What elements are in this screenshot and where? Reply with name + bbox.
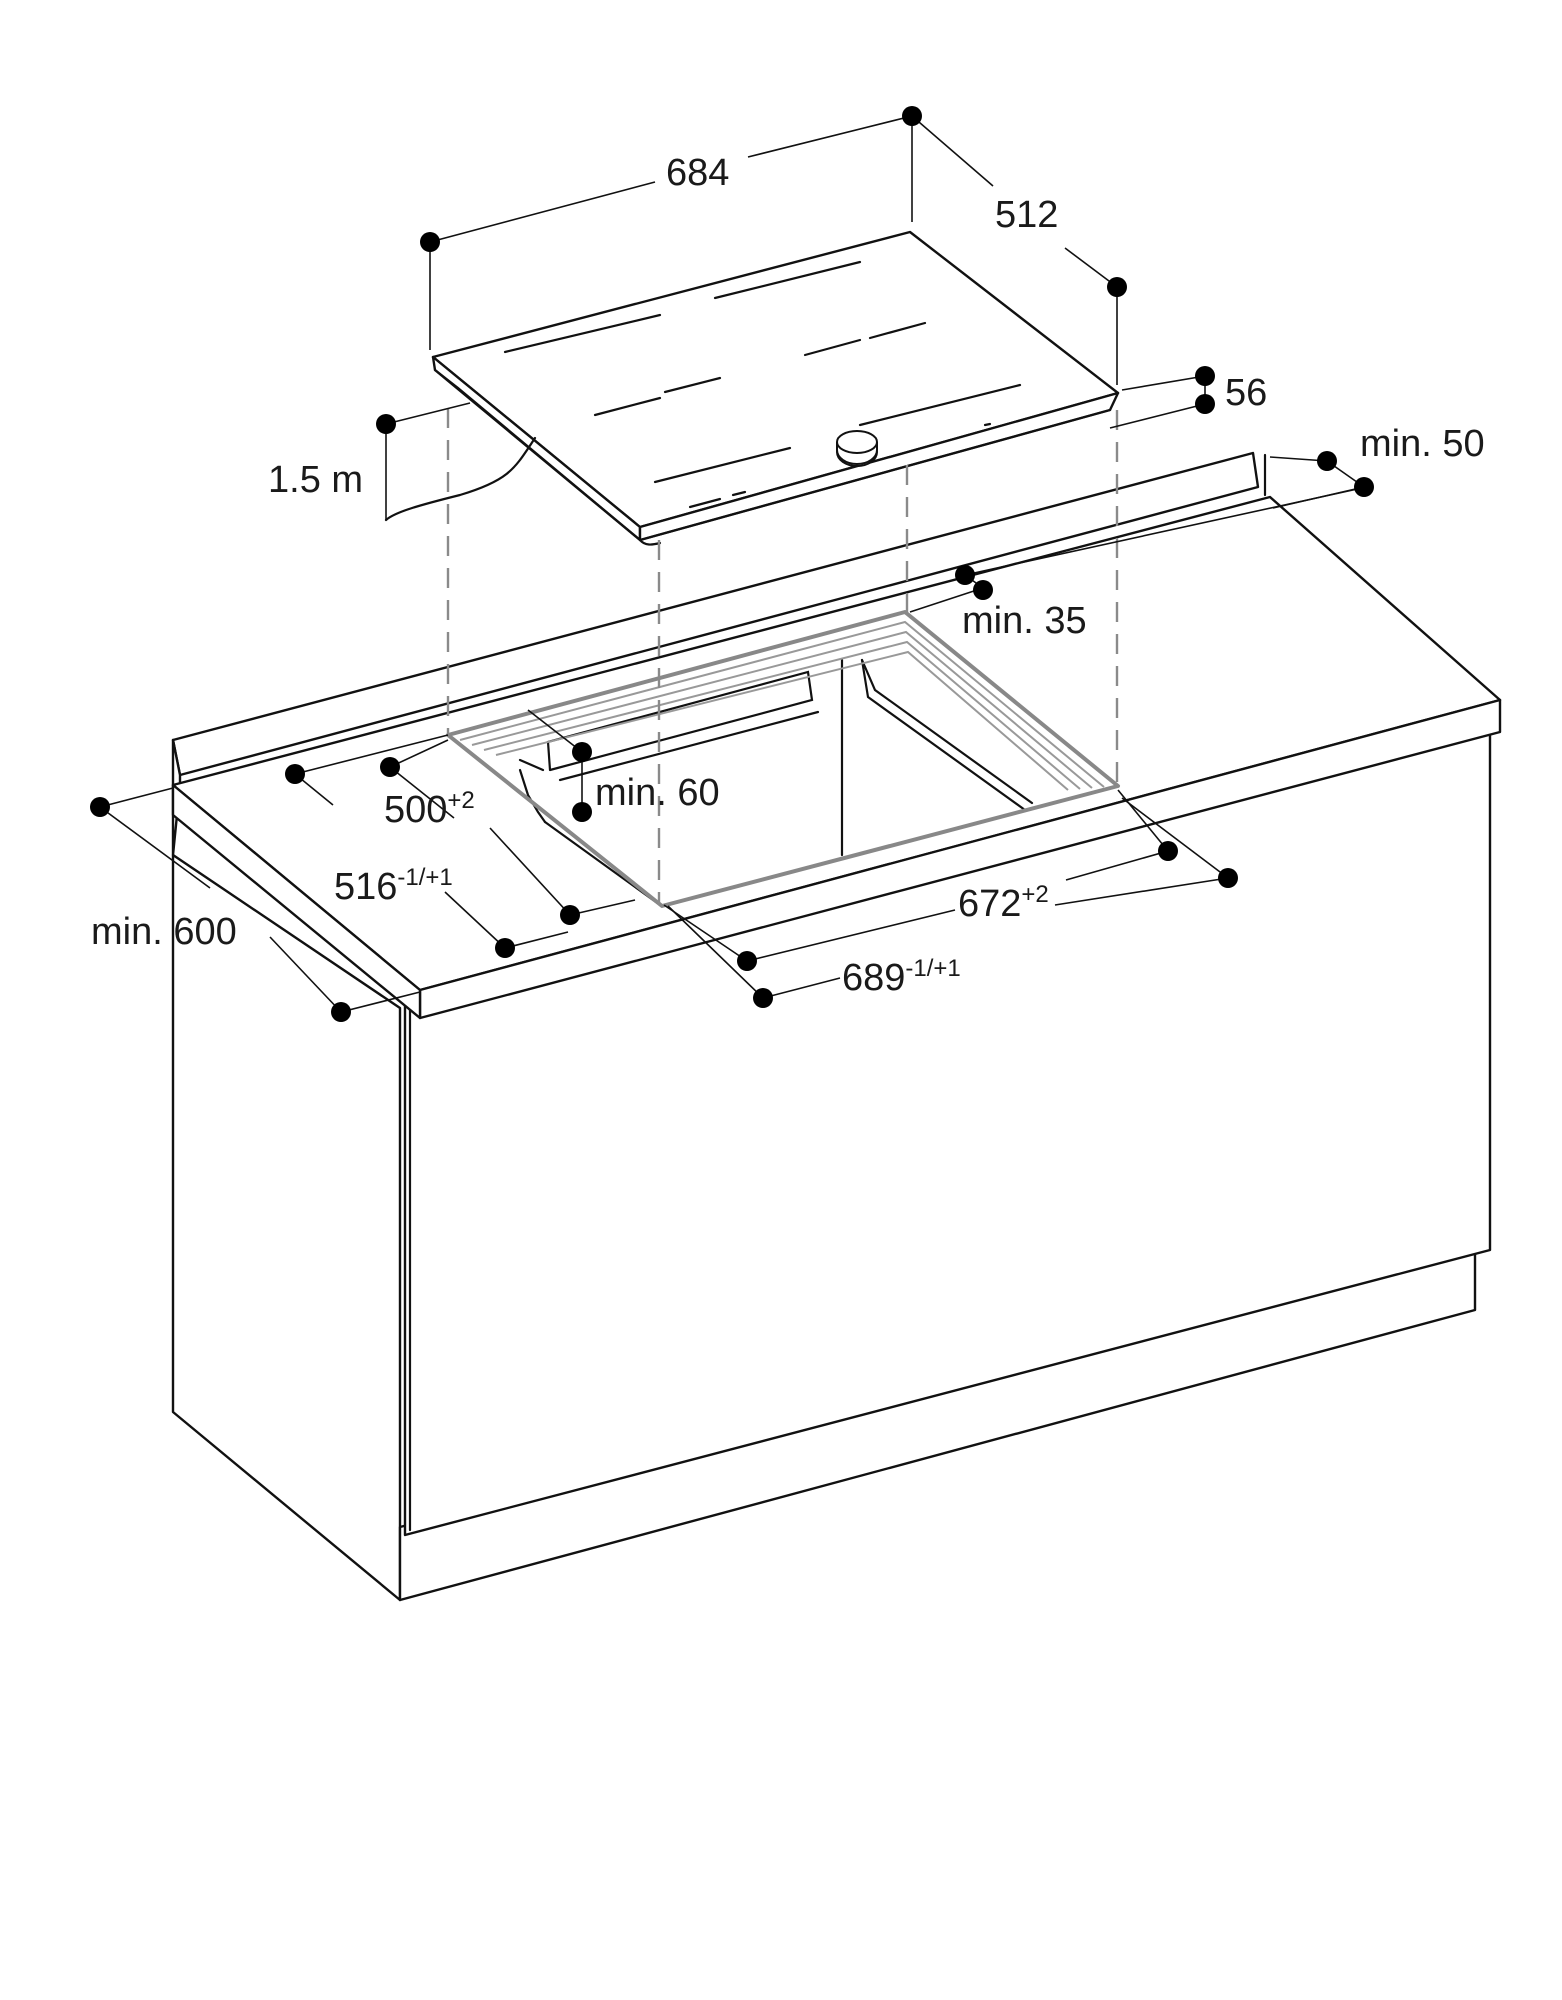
label-hob-depth: 512 (995, 194, 1058, 236)
label-cable-length: 1.5 m (268, 459, 363, 501)
cutout-frame (446, 610, 1120, 908)
cooking-zone-markings (503, 260, 1022, 509)
projection-lines (446, 408, 1119, 905)
label-cutout-depth: 500+2 (384, 787, 475, 831)
dimension-lines (99, 115, 1365, 1013)
label-side-clearance: min. 60 (595, 772, 720, 814)
cooktop-glass (431, 230, 1120, 529)
label-worktop-depth: min. 600 (91, 911, 237, 953)
worktop-cutout (446, 610, 1120, 908)
label-cutout-width: 672+2 (958, 881, 1049, 925)
label-rear-clearance: min. 50 (1360, 423, 1485, 465)
cabinet (171, 728, 1492, 1602)
power-cable (384, 436, 537, 522)
label-hob-width: 684 (666, 152, 729, 194)
label-hob-height: 56 (1225, 372, 1267, 414)
label-outer-width: 689-1/+1 (842, 955, 961, 999)
cooktop (384, 230, 1120, 546)
label-front-edge-clearance: min. 35 (962, 600, 1087, 642)
label-outer-depth: 516-1/+1 (334, 864, 453, 908)
dimension-labels: 684 512 56 1.5 m min. 50 min. 35 min. 60… (91, 152, 1485, 999)
dimension-endpoints (90, 106, 1374, 1022)
control-knob-icon (836, 430, 878, 467)
